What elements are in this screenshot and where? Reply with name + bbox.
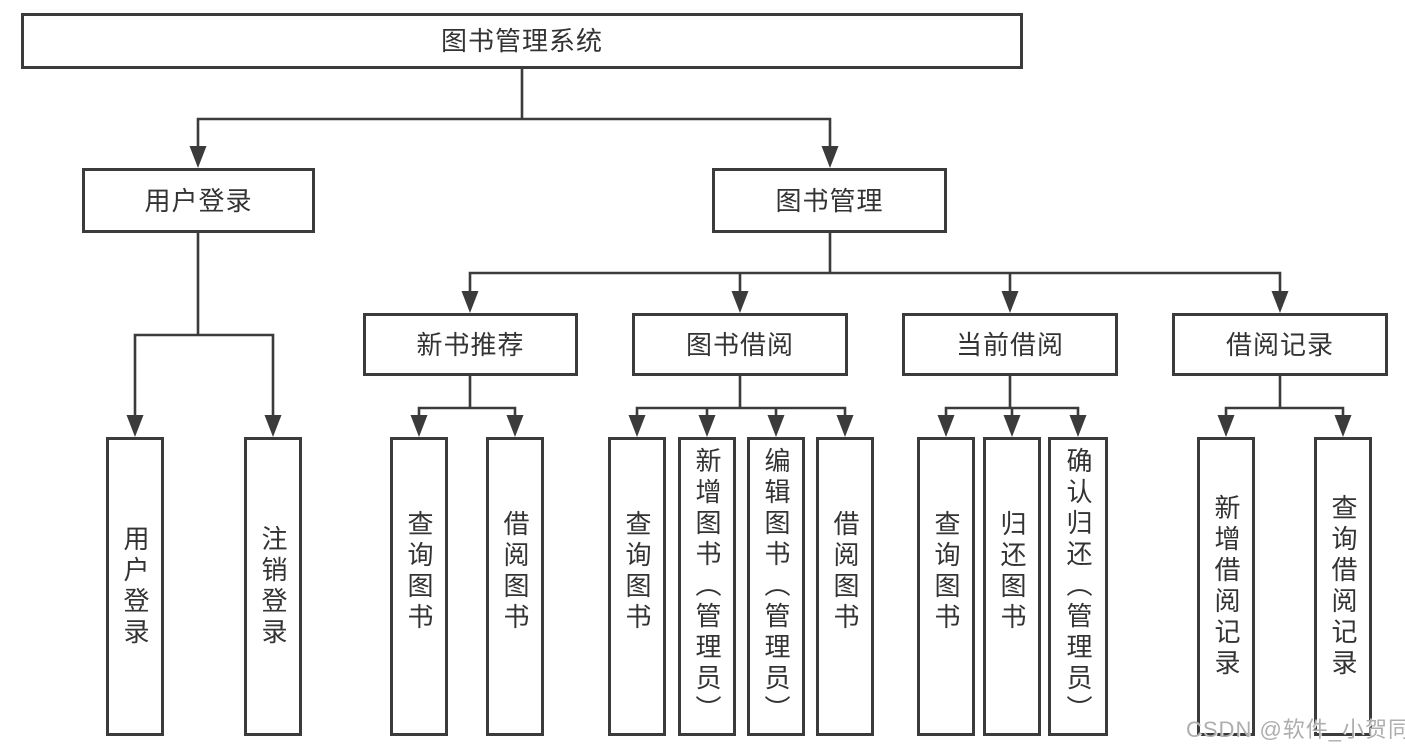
node-new-book-recommend: 新书推荐 (363, 313, 578, 376)
leaf-borrow-lend-book: 借阅图书 (816, 437, 874, 736)
leaf-borrow-edit-book-admin: 编辑图书（管理员） (747, 437, 805, 736)
leaf-recommend-borrow-book: 借阅图书 (486, 437, 544, 736)
arrowheads (126, 146, 1352, 437)
connector-root-to-level1 (196, 67, 832, 154)
watermark-text: CSDN @软件_小贺同学 (1186, 717, 1405, 742)
connector-bookmgmt-to-level2 (468, 231, 1282, 299)
leaf-logout: 注销登录 (244, 437, 302, 736)
leaf-current-return-book: 归还图书 (983, 437, 1041, 736)
node-current-borrow: 当前借阅 (902, 313, 1118, 376)
leaf-user-login: 用户登录 (106, 437, 164, 736)
leaf-current-query-book: 查询图书 (917, 437, 975, 736)
connector-userlogin-to-leaves (133, 231, 275, 423)
leaf-recommend-query-book: 查询图书 (390, 437, 448, 736)
node-user-login: 用户登录 (82, 168, 315, 233)
node-book-borrow: 图书借阅 (632, 313, 848, 376)
node-borrow-records: 借阅记录 (1172, 313, 1388, 376)
connector-borrow-to-leaves (635, 374, 847, 423)
leaf-borrow-query-book: 查询图书 (608, 437, 666, 736)
connector-records-to-leaves (1224, 374, 1345, 423)
node-book-management: 图书管理 (712, 168, 947, 233)
connector-recommend-to-leaves (417, 374, 517, 423)
leaf-borrow-add-book-admin: 新增图书（管理员） (678, 437, 736, 736)
connector-current-to-leaves (944, 374, 1080, 423)
leaf-records-add-record: 新增借阅记录 (1197, 437, 1255, 736)
node-root: 图书管理系统 (21, 13, 1023, 69)
leaf-records-query-record: 查询借阅记录 (1314, 437, 1372, 736)
leaf-current-confirm-return-admin: 确认归还（管理员） (1048, 437, 1108, 736)
